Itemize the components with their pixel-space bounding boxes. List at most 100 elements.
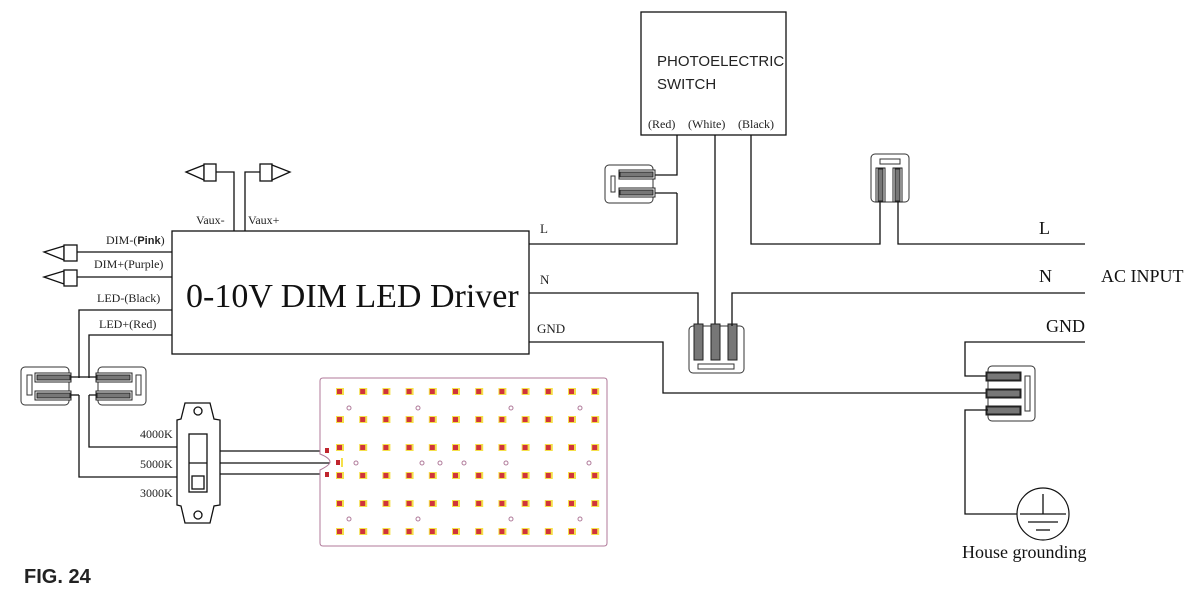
led-chip xyxy=(405,500,414,507)
photo-wire-red-label: (Red) xyxy=(648,117,675,131)
led-chip xyxy=(405,416,414,423)
led-chip xyxy=(544,472,553,479)
led-chip xyxy=(428,444,437,451)
led-chip xyxy=(568,472,576,479)
led-chip xyxy=(359,416,368,423)
line-connector xyxy=(870,153,910,203)
cct-option-3000k: 3000K xyxy=(140,486,173,500)
led-chip xyxy=(591,472,600,479)
led-chip xyxy=(382,416,391,423)
photo-red-connector xyxy=(604,164,656,204)
led-chip xyxy=(382,528,391,535)
dim-plus-label: DIM+(Purple) xyxy=(94,257,163,271)
vaux-minus-wire-nut xyxy=(184,163,235,232)
mounting-hole xyxy=(503,460,509,466)
mounting-hole xyxy=(419,460,425,466)
led-output-connector-right xyxy=(95,366,147,406)
led-chip xyxy=(336,388,344,395)
led-chip xyxy=(359,388,368,395)
mounting-hole xyxy=(586,460,592,466)
led-chip xyxy=(568,388,576,395)
led-chip xyxy=(498,528,507,535)
led-chip xyxy=(591,444,600,451)
ac-input-label: AC INPUT xyxy=(1101,266,1184,286)
led-chip xyxy=(521,388,530,395)
mounting-hole xyxy=(508,405,514,411)
driver-gnd-label: GND xyxy=(537,321,565,336)
led-chip xyxy=(452,444,460,451)
led-chip xyxy=(359,500,368,507)
led-chip xyxy=(359,472,368,479)
vaux-plus-wire-nut xyxy=(244,163,292,232)
driver-n-label: N xyxy=(540,272,550,287)
mounting-hole xyxy=(461,460,467,466)
led-chip xyxy=(382,388,391,395)
led-chip xyxy=(428,500,437,507)
led-chip xyxy=(521,472,530,479)
led-chip xyxy=(336,444,344,451)
board-marker xyxy=(341,458,343,467)
mounting-hole xyxy=(353,460,359,466)
photoelectric-switch xyxy=(640,11,787,136)
led-chip xyxy=(452,500,460,507)
photo-wire-white-label: (White) xyxy=(688,117,725,131)
mounting-hole xyxy=(346,405,352,411)
led-chip xyxy=(382,500,391,507)
led-chip xyxy=(521,444,530,451)
led-chip xyxy=(521,500,530,507)
led-chip xyxy=(336,500,344,507)
board-pad-top xyxy=(325,448,329,453)
ac-l-label: L xyxy=(1039,218,1050,238)
led-driver-box xyxy=(171,230,530,355)
photoelectric-title-1: PHOTOELECTRIC xyxy=(657,53,784,70)
earth-ground-icon xyxy=(1016,487,1070,541)
led-chip xyxy=(428,416,437,423)
led-board xyxy=(319,377,608,547)
led-chip xyxy=(498,472,507,479)
led-chip xyxy=(475,444,484,451)
led-chip xyxy=(475,528,484,535)
led-chip xyxy=(452,528,460,535)
led-chip xyxy=(428,472,437,479)
slide-switch-knob[interactable] xyxy=(191,475,205,490)
led-chip xyxy=(405,472,414,479)
led-chip xyxy=(544,528,553,535)
mounting-hole xyxy=(508,516,514,522)
led-chip xyxy=(498,500,507,507)
led-chip xyxy=(568,500,576,507)
led-chip xyxy=(544,388,553,395)
board-pad-middle xyxy=(336,460,340,465)
led-chip xyxy=(521,528,530,535)
led-chip xyxy=(452,416,460,423)
photo-wire-black-label: (Black) xyxy=(738,117,774,131)
cct-option-5000k: 5000K xyxy=(140,457,173,471)
led-chip xyxy=(452,472,460,479)
led-chip xyxy=(498,388,507,395)
led-chip xyxy=(475,388,484,395)
ac-gnd-label: GND xyxy=(1046,316,1085,336)
mounting-hole xyxy=(437,460,443,466)
led-chip xyxy=(544,500,553,507)
neutral-connector xyxy=(688,323,745,374)
led-chip xyxy=(475,500,484,507)
led-chip xyxy=(382,444,391,451)
led-chip xyxy=(591,528,600,535)
led-chip xyxy=(336,528,344,535)
led-chip xyxy=(591,388,600,395)
vaux-minus-label: Vaux- xyxy=(196,213,225,227)
board-pad-bottom xyxy=(325,472,329,477)
vaux-plus-label: Vaux+ xyxy=(248,213,280,227)
mounting-hole xyxy=(415,405,421,411)
led-chip xyxy=(452,388,460,395)
led-chip xyxy=(475,416,484,423)
ground-connector xyxy=(985,365,1036,422)
photoelectric-title-2: SWITCH xyxy=(657,76,716,93)
led-chip xyxy=(405,444,414,451)
led-chip xyxy=(382,472,391,479)
cct-slide-switch[interactable] xyxy=(176,402,221,524)
led-chip xyxy=(568,444,576,451)
led-chip xyxy=(568,528,576,535)
dim-minus-wire-nut xyxy=(42,244,172,262)
led-output-connector-left xyxy=(20,366,72,406)
led-chip xyxy=(591,500,600,507)
